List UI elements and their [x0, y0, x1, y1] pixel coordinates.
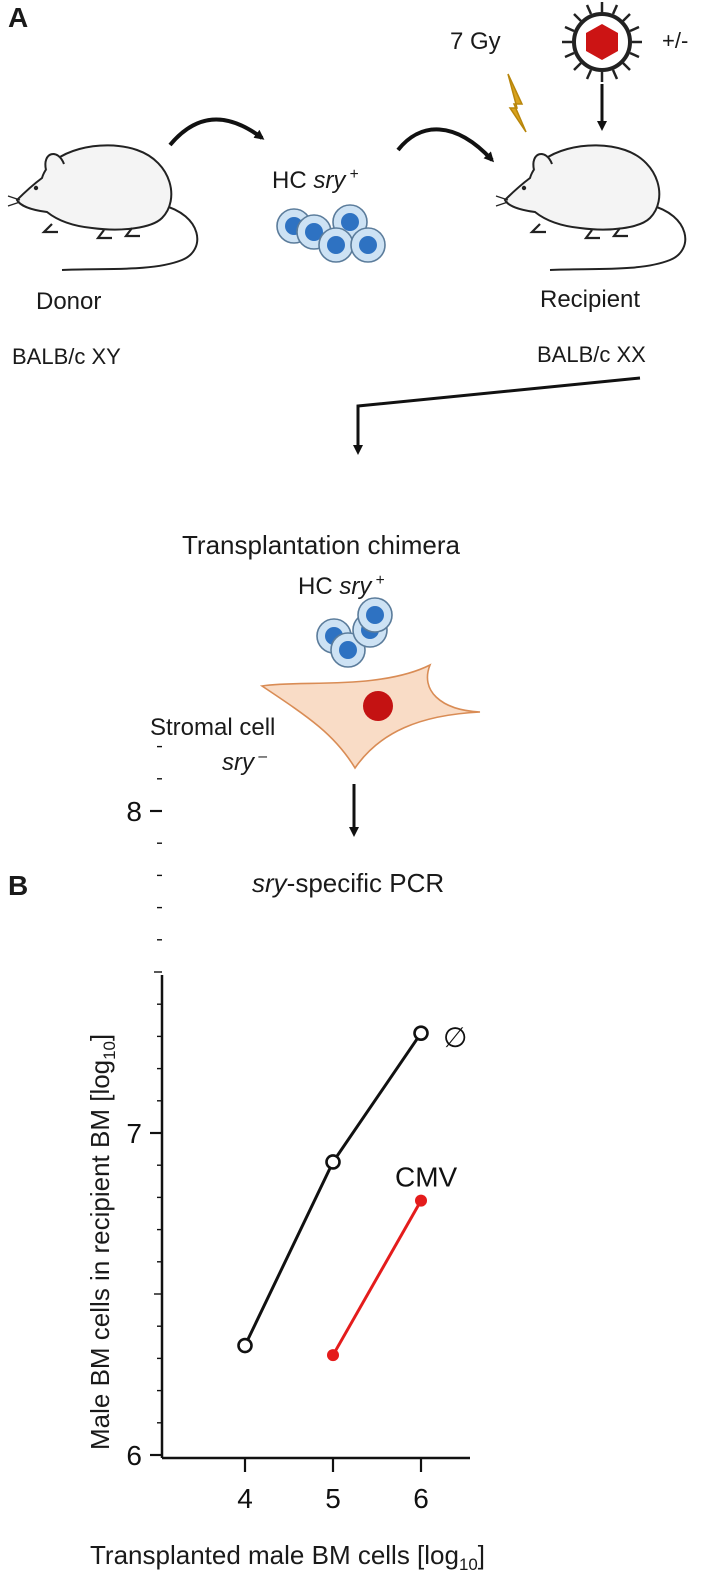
arrow-recipient-to-chimera [353, 376, 641, 455]
data-point-control [325, 1154, 341, 1170]
y-tick-label: 7 [126, 1118, 142, 1149]
pcr-label: sry-specific PCR [252, 868, 445, 898]
lightning-bolt-icon [507, 73, 527, 133]
schematic-diagram [6, 2, 687, 837]
stromal-cell-icon [259, 663, 481, 770]
x-tick-label: 4 [237, 1483, 253, 1514]
series-line-cmv [331, 1199, 423, 1356]
data-point-cmv [415, 1194, 427, 1207]
recipient-mouse-icon [494, 144, 687, 272]
series-label-cmv: CMV [395, 1162, 458, 1193]
recipient-strain: BALB/c XX [537, 342, 646, 367]
data-point-cmv [327, 1349, 339, 1362]
y-axis-title: Male BM cells in recipient BM [log10] [85, 1033, 120, 1450]
chimera-title: Transplantation chimera [182, 530, 460, 560]
x-axis-title: Transplanted male BM cells [log10] [90, 1540, 486, 1575]
data-point-control [237, 1337, 253, 1354]
arrow-cells-to-recipient [396, 127, 495, 163]
series-label-control: ∅ [443, 1022, 467, 1053]
dose-label: 7 Gy [450, 28, 501, 55]
hematopoietic-cells-icon [276, 204, 386, 263]
donor-mouse-icon [6, 144, 199, 272]
recipient-title: Recipient [540, 286, 641, 313]
donor-strain: BALB/c XY [12, 344, 121, 369]
x-tick-label: 5 [325, 1483, 341, 1514]
chimera-cells-label: HC sry + [298, 572, 385, 600]
series-line-control [243, 1032, 423, 1347]
stromal-sry-label: sry – [222, 748, 268, 776]
virus-icon [562, 2, 642, 82]
arrow-donor-to-cells [168, 117, 265, 147]
chimera-hc-cells-icon [316, 597, 393, 668]
panel-b-label: B [8, 870, 29, 901]
data-point-control [413, 1025, 429, 1041]
x-tick-label: 6 [413, 1483, 429, 1514]
panel-a-label: A [8, 2, 29, 33]
stromal-cell-label: Stromal cell [150, 714, 276, 741]
virus-toggle-label: +/- [662, 28, 689, 53]
donor-cells-label: HC sry + [272, 166, 359, 194]
donor-title: Donor [36, 288, 102, 315]
y-tick-label: 6 [126, 1440, 142, 1471]
